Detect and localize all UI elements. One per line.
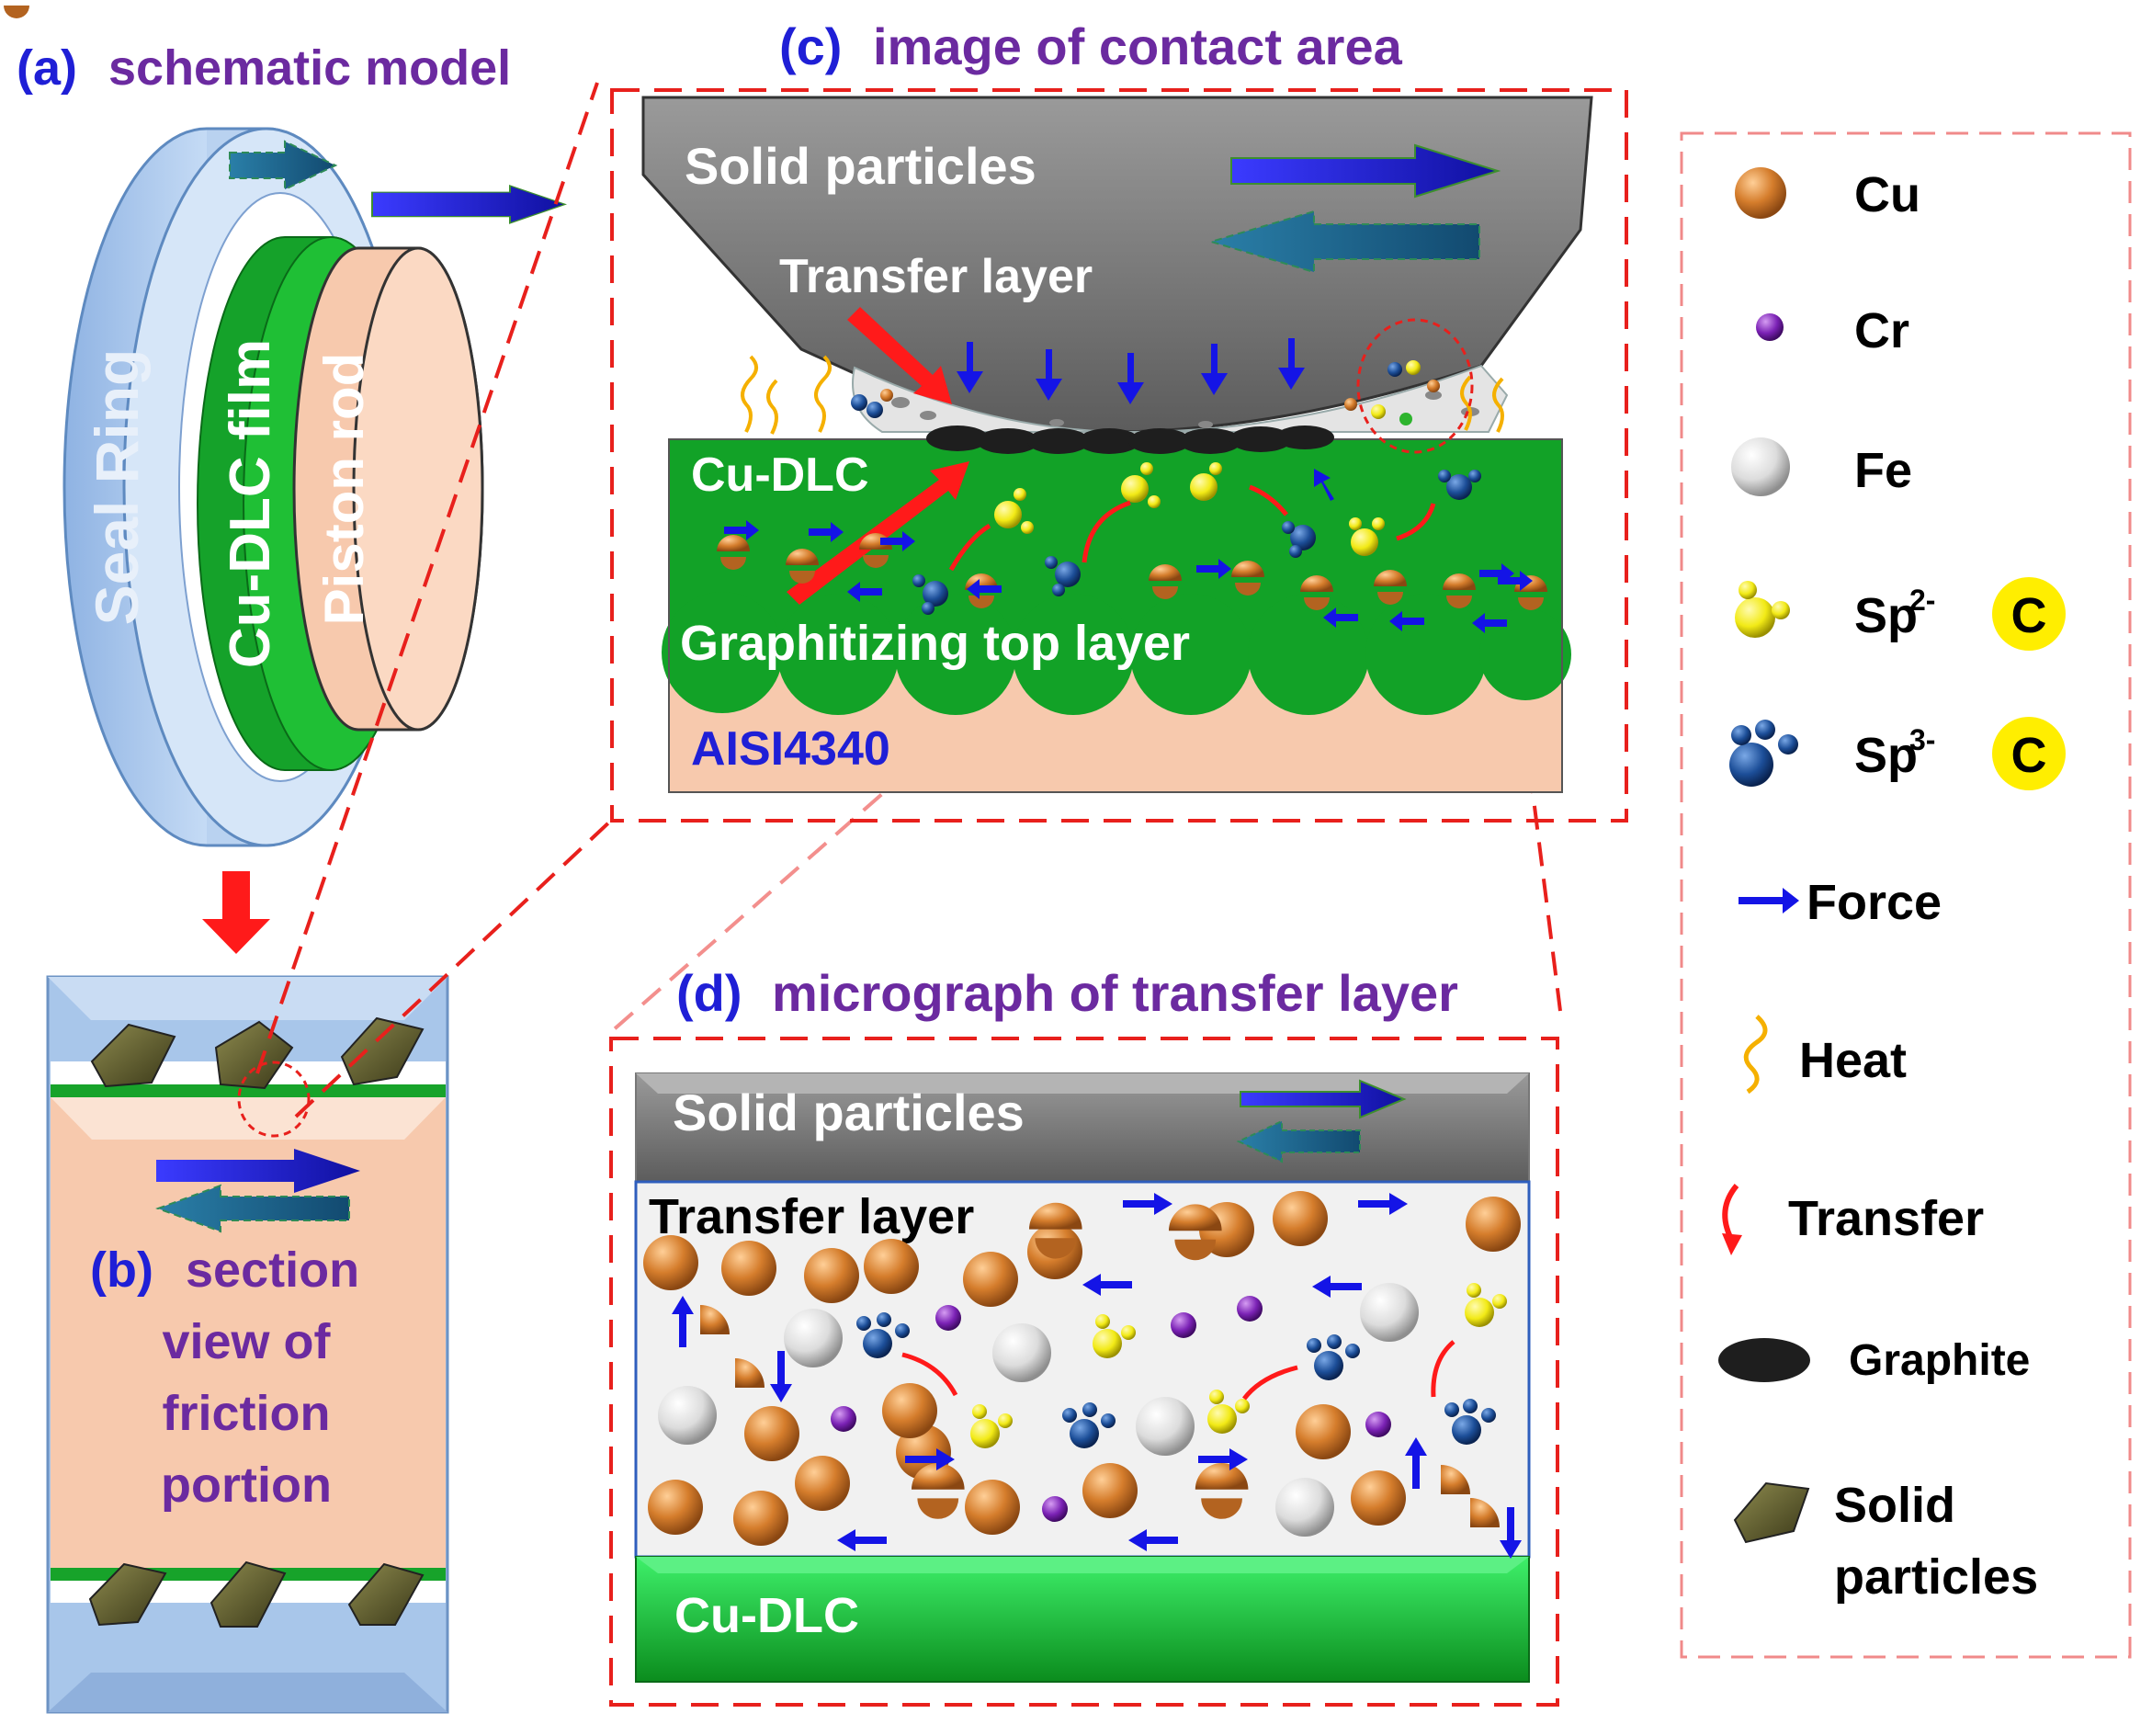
motion-arrows-a (229, 140, 568, 224)
panel-a-letter: (a) (17, 40, 77, 96)
micro-sp3-atoms (856, 1312, 1496, 1448)
legend-sp3-sup: 3- (1909, 723, 1935, 756)
piston-rod-label: Piston rod (313, 353, 375, 626)
heat-squiggles-c (741, 355, 1504, 435)
film-transfer-arrows (948, 484, 1436, 572)
cu-atom-icon (1735, 167, 1786, 219)
legend-fe: Fe (1854, 443, 1912, 498)
transfer-layer-pointer (847, 307, 952, 404)
panel-b-letter: (b) (90, 1242, 153, 1298)
fe-atom-icon (1731, 437, 1790, 496)
legend: Cu Cr Fe Sp 2- C Sp 3- C Force Heat Tran… (1680, 131, 2132, 1659)
panel-c-solid-label: Solid particles (685, 137, 1036, 195)
legend-force: Force (1807, 875, 1942, 930)
transfer-zone-atoms (851, 360, 1440, 425)
micro-sp2-atoms (970, 1283, 1507, 1448)
force-arrows-c (957, 338, 1305, 404)
panel-c-cudlc-label: Cu-DLC (691, 448, 869, 502)
legend-cu: Cu (1854, 167, 1920, 222)
graphite-icon (1718, 1338, 1810, 1382)
seal-ring-label: Seal Ring (83, 349, 151, 626)
solid-particles-b (88, 1016, 425, 1628)
panel-c-frame (610, 88, 1628, 823)
panel-a-title: schematic model (108, 40, 511, 96)
panel-c-graph-label: Graphitizing top layer (680, 616, 1190, 671)
legend-sp2-sup: 2- (1909, 584, 1935, 617)
panel-c-transfer-label: Transfer layer (779, 250, 1093, 303)
heat-squiggle-icon (1743, 1015, 1768, 1095)
sp3-carbon-icon (1729, 720, 1798, 787)
micro-transfer-arrows (901, 1340, 1455, 1401)
legend-solid-2: particles (1834, 1549, 2038, 1605)
sp2-carbon-icon (1735, 581, 1790, 638)
legend-sp2-prefix: Sp (1854, 588, 1918, 643)
panel-d-cudlc-label: Cu-DLC (674, 1588, 859, 1643)
piston-rod: Piston rod (292, 246, 484, 732)
legend-frame (1680, 131, 2132, 1659)
legend-cr: Cr (1854, 303, 1909, 358)
cr-atom-icon (1756, 313, 1784, 341)
panel-d-transfer-label: Transfer layer (649, 1189, 974, 1244)
legend-heat: Heat (1799, 1033, 1907, 1088)
panel-c-title: image of contact area (873, 17, 1403, 75)
panel-c-letter: (c) (779, 17, 842, 75)
panel-b-line3: friction (163, 1386, 331, 1441)
panel-b-line2: view of (162, 1314, 331, 1369)
panel-d-frame (609, 1037, 1559, 1707)
film-sp3 (912, 470, 1481, 615)
legend-sp3-prefix: Sp (1854, 728, 1918, 783)
legend-sp2-c: C (2011, 588, 2047, 643)
panel-b-line4: portion (161, 1458, 332, 1513)
micro-fe-atoms (658, 1283, 1419, 1537)
film-force-arrows (724, 469, 1533, 633)
panel-c-substrate-label: AISI4340 (691, 722, 890, 776)
legend-graphite: Graphite (1849, 1336, 2030, 1385)
force-arrow-icon (1739, 888, 1799, 913)
solid-particle-icon (1733, 1481, 1810, 1544)
legend-sp3-c: C (2011, 728, 2047, 783)
panel-a: (a) schematic model Seal Ring Cu-DLC fil… (17, 40, 568, 954)
micro-cu-quarters (700, 1305, 1500, 1527)
graphitizing-pointer (787, 461, 969, 605)
c-badge-3 (1992, 717, 2066, 790)
film-atoms (4, 6, 29, 18)
film-scallops (662, 592, 1571, 715)
panel-d-letter: (d) (676, 964, 742, 1022)
c-badge-2 (1992, 577, 2066, 651)
micro-cr-atoms (831, 1296, 1391, 1522)
transfer-arrow-icon (1722, 1184, 1742, 1255)
legend-transfer: Transfer (1788, 1191, 1984, 1246)
film-sp2 (994, 462, 1385, 556)
graphite-row (926, 425, 1334, 454)
micro-force-arrows (672, 1193, 1522, 1559)
cudlc-film-label: Cu-DLC film (219, 339, 282, 668)
legend-solid-1: Solid (1834, 1478, 1955, 1533)
panel-b-line1: section (186, 1242, 359, 1298)
panel-d-solid-label: Solid particles (673, 1084, 1025, 1141)
panel-d-title: micrograph of transfer layer (772, 964, 1458, 1022)
panel-d: (d) micrograph of transfer layer Solid p… (609, 964, 1559, 1707)
panel-c: (c) image of contact area (4, 6, 1628, 823)
panel-b: (b) section view of friction portion (46, 975, 449, 1714)
down-arrow (202, 871, 270, 954)
